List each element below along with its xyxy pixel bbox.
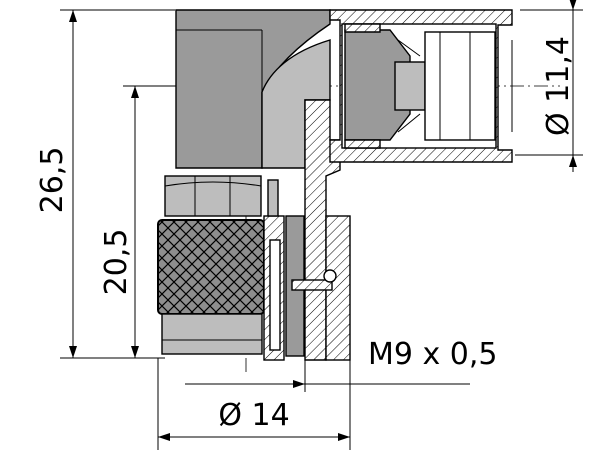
hex-nut <box>164 175 262 217</box>
dim-outlet-diameter: Ø 11,4 <box>515 0 583 172</box>
dim-nut-diameter-label: Ø 14 <box>218 398 289 433</box>
dim-overall-height-label: 26,5 <box>35 147 70 214</box>
dim-inner-height: 20,5 <box>99 85 300 358</box>
knurled-ring <box>157 219 265 355</box>
dim-nut-diameter: Ø 14 <box>157 358 351 450</box>
housing-section <box>304 9 513 361</box>
insert-section <box>263 179 351 361</box>
dim-inner-height-label: 20,5 <box>99 229 134 296</box>
dim-thread-label: M9 x 0,5 <box>368 337 498 372</box>
dim-thread: M9 x 0,5 <box>185 337 498 392</box>
dim-overall-height: 26,5 <box>35 9 175 359</box>
